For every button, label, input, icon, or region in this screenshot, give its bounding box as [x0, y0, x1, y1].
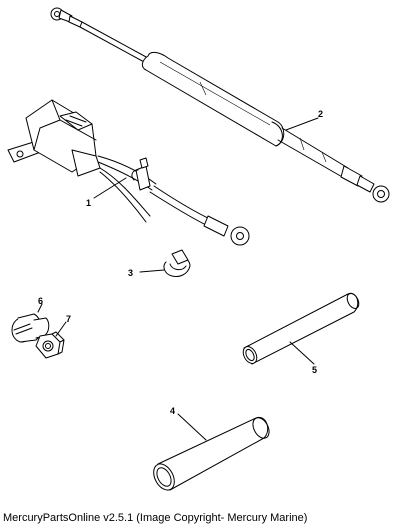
heat-shrink-sleeve — [141, 51, 285, 147]
part-4-tube — [153, 416, 270, 491]
copyright-footer: MercuryPartsOnline v2.5.1 (Image Copyrig… — [3, 512, 308, 524]
ring-terminal-bottom — [372, 185, 390, 203]
part-7-nut — [35, 331, 65, 359]
callout-6: 6 — [38, 296, 43, 306]
callout-3: 3 — [128, 268, 133, 278]
callout-7: 7 — [66, 314, 71, 324]
callout-1: 1 — [86, 198, 91, 208]
part-6-screw — [11, 313, 50, 343]
part-3-clip — [163, 249, 191, 277]
part-1-harness — [7, 99, 250, 246]
part-5-tube — [242, 292, 360, 365]
callout-5: 5 — [312, 365, 317, 375]
part-2-cable — [50, 7, 390, 203]
harness-ring-terminal — [230, 226, 250, 246]
callout-2: 2 — [318, 109, 323, 119]
callout-4: 4 — [170, 406, 175, 416]
